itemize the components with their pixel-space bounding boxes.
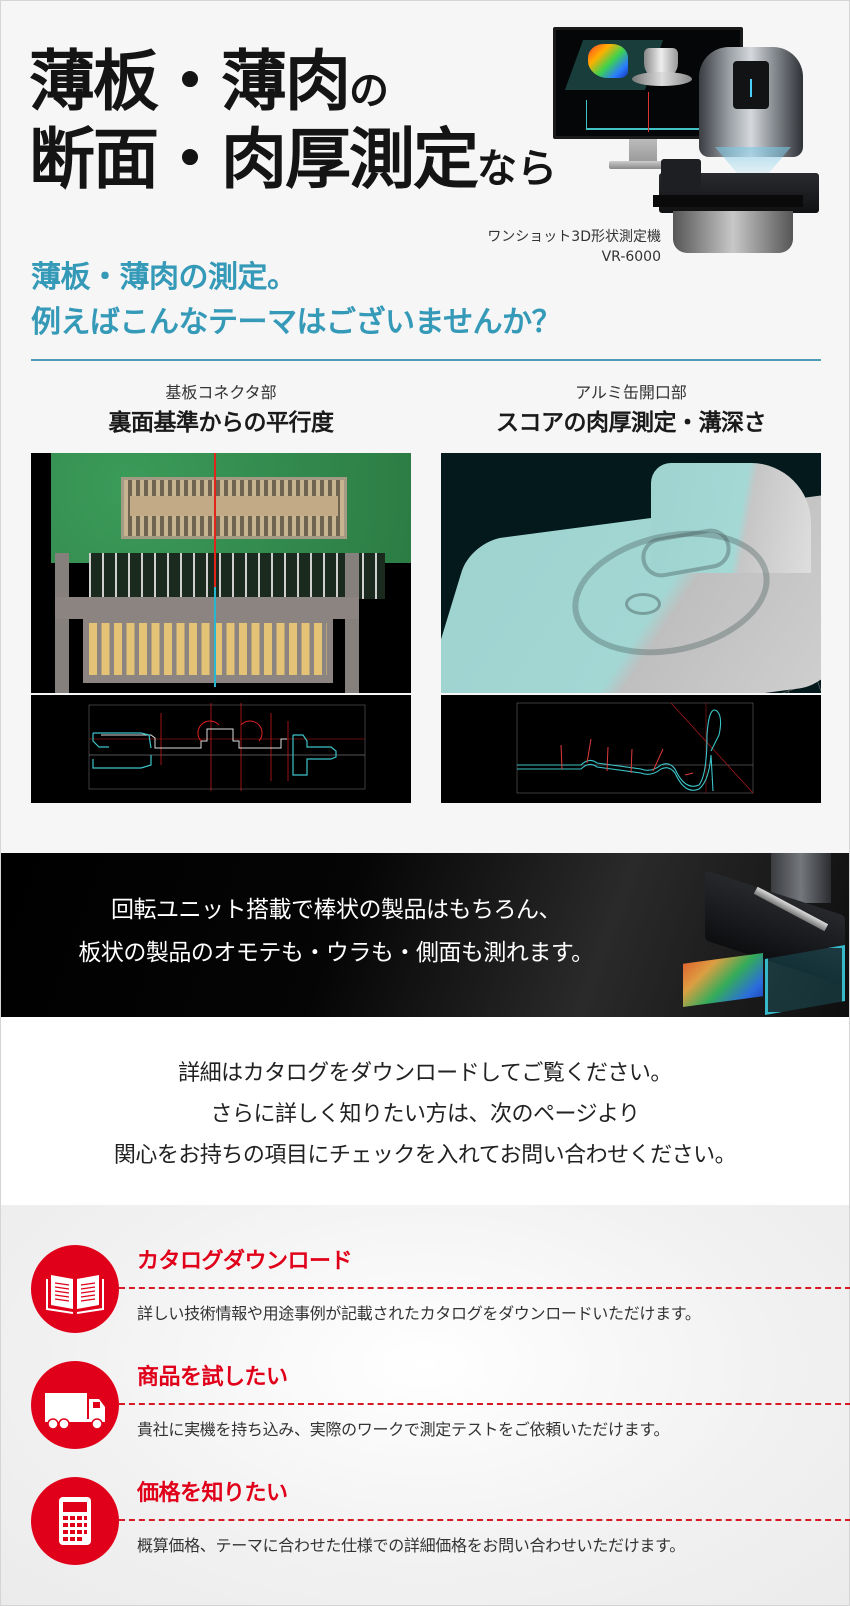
lead-heading: 薄板・薄肉の測定。 例えばこんなテーマはございませんか？ [31, 255, 562, 345]
section-line-cyan [214, 587, 216, 687]
dashed-divider [119, 1403, 850, 1405]
calculator-icon [31, 1477, 119, 1565]
cta-title[interactable]: 価格を知りたい [137, 1481, 288, 1506]
intro-line1: 詳細はカタログをダウンロードしてご覧ください。 [178, 1061, 672, 1086]
cta-title[interactable]: カタログダウンロード [137, 1249, 353, 1274]
case-aluminum-can: アルミ缶開口部 スコアの肉厚測定・溝深さ [441, 383, 821, 439]
product-model: VR-6000 [601, 249, 661, 265]
lead-line2: 例えばこんなテーマはございませんか？ [31, 305, 562, 340]
section-line-red [214, 453, 216, 587]
lead-divider [31, 359, 821, 361]
product-caption: ワンショット3D形状測定機 VR-6000 [487, 227, 661, 267]
cta-description: 貴社に実機を持ち込み、実際のワークで測定テストをご依頼いただけます。 [137, 1420, 670, 1439]
banner-text: 回転ユニット搭載で棒状の製品はもちろん、 板状の製品のオモテも・ウラも・側面も測… [41, 889, 631, 975]
product-image-vr6000 [549, 23, 819, 253]
lead-line1: 薄板・薄肉の測定。 [31, 260, 297, 295]
hero-title-line1: 薄板・薄肉 [29, 43, 351, 120]
cross-section-profile-chart [31, 695, 411, 803]
hero-title-line2: 断面・肉厚測定 [29, 121, 479, 198]
measuring-head-illustration [699, 47, 803, 157]
intro-line3: 関心をお持ちの項目にチェックを入れてお問い合わせください。 [113, 1143, 737, 1168]
hero-title-line1-suffix: の [349, 68, 389, 114]
case-pcb-connector: 基板コネクタ部 裏面基準からの平行度 [31, 383, 411, 439]
intro-text: 詳細はカタログをダウンロードしてご覧ください。 さらに詳しく知りたい方は、次のペ… [1, 1053, 849, 1176]
truck-icon [31, 1361, 119, 1449]
cta-description: 概算価格、テーマに合わせた仕様での詳細価格をお問い合わせいただけます。 [137, 1536, 685, 1555]
hero-title: 薄板・薄肉の 断面・肉厚測定なら [29, 49, 557, 193]
cta-list: カタログダウンロード 詳しい技術情報や用途事例が記載されたカタログをダウンロード… [1, 1205, 850, 1605]
rotation-unit-banner: 回転ユニット搭載で棒状の製品はもちろん、 板状の製品のオモテも・ウラも・側面も測… [1, 853, 849, 1017]
case-subtitle: アルミ缶開口部 [575, 383, 687, 402]
can-score-profile-chart [441, 695, 821, 803]
case-subtitle: 基板コネクタ部 [165, 383, 277, 402]
cta-description: 詳しい技術情報や用途事例が記載されたカタログをダウンロードいただけます。 [137, 1304, 701, 1323]
product-type: ワンショット3D形状測定機 [487, 229, 661, 245]
pcb-connector-photo [31, 453, 411, 693]
rotation-unit-image [683, 853, 849, 1017]
catalog-intro: 詳細はカタログをダウンロードしてご覧ください。 さらに詳しく知りたい方は、次のペ… [1, 1017, 849, 1205]
book-icon [31, 1245, 119, 1333]
cta-price-inquiry[interactable]: 価格を知りたい 概算価格、テーマに合わせた仕様での詳細価格をお問い合わせいただけ… [31, 1477, 850, 1577]
hero-section: 薄板・薄肉の 断面・肉厚測定なら ワンショット3D形状測定機 VR-6000 薄… [1, 1, 849, 831]
cta-catalog-download[interactable]: カタログダウンロード 詳しい技術情報や用途事例が記載されたカタログをダウンロード… [31, 1245, 850, 1345]
cta-trial-request[interactable]: 商品を試したい 貴社に実機を持ち込み、実際のワークで測定テストをご依頼いただけま… [31, 1361, 850, 1461]
banner-line1: 回転ユニット搭載で棒状の製品はもちろん、 [111, 897, 562, 923]
case-title: スコアの肉厚測定・溝深さ [496, 410, 767, 436]
intro-line2: さらに詳しく知りたい方は、次のページより [210, 1102, 640, 1127]
aluminum-can-3d-scan [441, 453, 821, 693]
hero-title-line2-suffix: なら [477, 146, 557, 192]
dashed-divider [119, 1287, 850, 1289]
dashed-divider [119, 1519, 850, 1521]
case-title: 裏面基準からの平行度 [108, 410, 335, 436]
banner-line2: 板状の製品のオモテも・ウラも・側面も測れます。 [78, 940, 594, 966]
cta-title[interactable]: 商品を試したい [137, 1365, 288, 1390]
